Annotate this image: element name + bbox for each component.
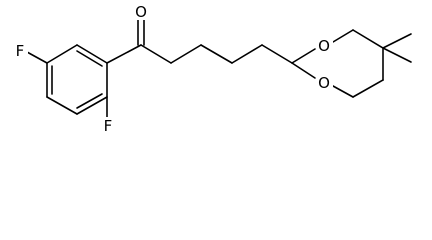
fluorine-upper-label: F [16,42,25,60]
fluorine-lower-label: F [104,117,113,135]
structural-formula: O F F O O [12,3,412,135]
ring-oxygen-top-label: O [318,37,330,55]
ring-bond [46,44,78,64]
chain-bond [140,44,172,64]
ring-bond [332,85,354,98]
ring-oxygen-bottom-label: O [318,74,330,92]
difluorophenyl-ring [46,44,108,115]
atom-label-ring-oxygen-top: O [316,37,333,55]
ring-bond [352,29,384,49]
structure-canvas: O F F O O [12,3,412,135]
ketone-oxygen-label: O [135,3,147,21]
atom-label-ketone-oxygen: O [133,3,149,21]
atom-label-fluorine-upper: F [12,42,28,60]
atom-label-fluorine-lower: F [100,117,116,135]
c-f-bond-upper [26,51,48,64]
ring-bond [76,44,108,64]
ring-bond [332,29,354,43]
chain-bond [106,44,142,64]
ring-bond [76,96,108,115]
chain-bond [200,44,233,64]
ring-bond [291,62,316,79]
ring-double-bond [76,93,103,109]
dioxane-ring [291,29,412,98]
ring-bond [291,48,316,64]
pentanone-chain [106,17,293,64]
methyl-bond [382,33,412,49]
chain-bond [261,44,293,64]
ring-double-bond [76,50,103,67]
methyl-bond [382,47,412,63]
chain-bond [170,44,202,64]
ring-bond [46,96,78,115]
ring-bond [352,79,384,98]
chain-bond [231,44,263,64]
atom-label-ring-oxygen-bottom: O [316,74,333,92]
